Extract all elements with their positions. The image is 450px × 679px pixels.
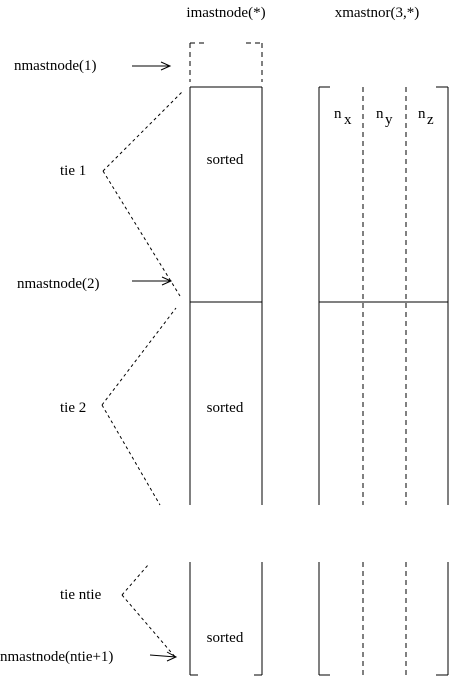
pointer-label-second: nmastnode(2) — [17, 276, 99, 292]
svg-text:n: n — [376, 106, 384, 122]
tie-brace-second — [101, 307, 177, 506]
placeholder-slot — [189, 42, 263, 82]
svg-text:y: y — [385, 112, 393, 128]
svg-text:z: z — [427, 112, 434, 128]
tie-label-last: tie ntie — [60, 587, 102, 603]
imastnode-block-tie1 — [189, 86, 263, 302]
pointer-label-first: nmastnode(1) — [14, 58, 96, 74]
sorted-label-tie1: sorted — [207, 152, 244, 168]
component-label-nx: n x — [334, 106, 352, 128]
sorted-label-tiento: sorted — [207, 630, 244, 646]
tie-label-second: tie 2 — [60, 400, 86, 416]
svg-text:n: n — [418, 106, 426, 122]
pointer-arrow-second — [132, 276, 173, 286]
pointer-arrow-last — [149, 651, 178, 662]
pointer-label-last: nmastnode(ntie+1) — [0, 649, 113, 665]
pointer-arrow-first — [132, 61, 172, 71]
svg-text:n: n — [334, 106, 342, 122]
xmastnor-array — [318, 86, 449, 676]
xmastnor-header: xmastnor(3,*) — [335, 5, 420, 21]
tie-brace-first — [102, 91, 183, 297]
imastnode-block-tiento — [189, 562, 263, 676]
imastnode-header: imastnode(*) — [186, 5, 265, 21]
component-label-ny: n y — [376, 106, 393, 128]
component-label-nz: n z — [418, 106, 434, 128]
imastnode-block-tie2 — [189, 302, 263, 505]
tie-brace-last — [121, 564, 177, 659]
tie-label-first: tie 1 — [60, 163, 86, 179]
sorted-label-tie2: sorted — [207, 400, 244, 416]
svg-text:x: x — [344, 112, 352, 128]
